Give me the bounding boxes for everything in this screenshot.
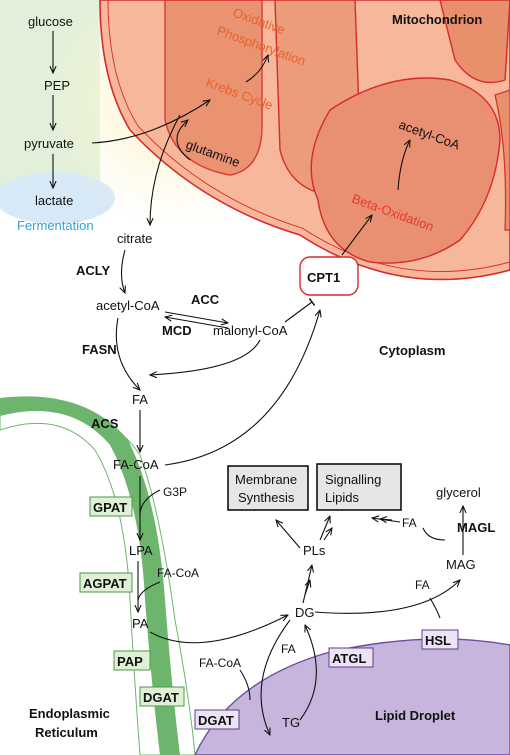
- enzyme-magl: MAGL: [457, 520, 495, 535]
- enzyme-gpat-box: GPAT: [89, 496, 133, 517]
- enzyme-fasn: FASN: [82, 342, 117, 357]
- lpa: LPA: [129, 543, 153, 558]
- enzyme-dgat-er: DGAT: [143, 690, 179, 705]
- pyruvate: pyruvate: [24, 136, 74, 151]
- er-label-line1: Endoplasmic: [29, 706, 110, 721]
- enzyme-cpt1: CPT1: [307, 270, 340, 285]
- enzyme-atgl-box: ATGL: [328, 647, 374, 668]
- mitochondrion: [99, 0, 510, 281]
- enzyme-hsl: HSL: [425, 633, 451, 648]
- membrane-synthesis-box: Membrane Synthesis: [227, 465, 309, 511]
- malonyl-coa: malonyl-CoA: [213, 323, 288, 338]
- enzyme-agpat-box: AGPAT: [79, 572, 133, 593]
- enzyme-dgat-ld-box: DGAT: [194, 709, 240, 730]
- fermentation-label: Fermentation: [17, 218, 94, 233]
- enzyme-atgl: ATGL: [332, 651, 366, 666]
- pls: PLs: [303, 543, 326, 558]
- glucose: glucose: [28, 14, 73, 29]
- citrate: citrate: [117, 231, 152, 246]
- fa: FA: [132, 392, 148, 407]
- cytoplasm-label: Cytoplasm: [379, 343, 445, 358]
- fa-coa: FA-CoA: [113, 457, 159, 472]
- enzyme-pap: PAP: [117, 654, 143, 669]
- enzyme-acs: ACS: [91, 416, 119, 431]
- signalling-lipids-box: Signalling Lipids: [316, 463, 402, 511]
- membrane-synthesis-line2: Synthesis: [238, 490, 295, 505]
- enzyme-hsl-box: HSL: [421, 629, 459, 650]
- pep: PEP: [44, 78, 70, 93]
- enzyme-agpat: AGPAT: [83, 576, 127, 591]
- pathway-arrows: [53, 31, 463, 735]
- fa-coa-lpa: FA-CoA: [157, 566, 199, 580]
- membrane-synthesis-line1: Membrane: [235, 472, 297, 487]
- acetyl-coa: acetyl-CoA: [96, 298, 160, 313]
- mitochondrion-label: Mitochondrion: [392, 12, 482, 27]
- g3p: G3P: [163, 485, 187, 499]
- fa-hsl: FA: [415, 578, 430, 592]
- lactate: lactate: [35, 193, 73, 208]
- tg: TG: [282, 715, 300, 730]
- fa-coa-dg: FA-CoA: [199, 656, 241, 670]
- enzyme-acly: ACLY: [76, 263, 111, 278]
- enzyme-cpt1-box: CPT1: [299, 256, 359, 296]
- enzyme-pap-box: PAP: [113, 650, 151, 671]
- signalling-lipids-line1: Signalling: [325, 472, 381, 487]
- enzyme-acc: ACC: [191, 292, 220, 307]
- dg: DG: [295, 605, 315, 620]
- enzyme-dgat-ld: DGAT: [198, 713, 234, 728]
- lipid-droplet-label: Lipid Droplet: [375, 708, 456, 723]
- fa-atgl: FA: [281, 642, 296, 656]
- enzyme-dgat-er-box: DGAT: [139, 686, 185, 707]
- mag: MAG: [446, 557, 476, 572]
- signalling-lipids-line2: Lipids: [325, 490, 359, 505]
- pa: PA: [132, 616, 149, 631]
- er-label-line2: Reticulum: [35, 725, 98, 740]
- enzyme-mcd: MCD: [162, 323, 192, 338]
- glycerol: glycerol: [436, 485, 481, 500]
- fa-magl: FA: [402, 516, 417, 530]
- enzyme-gpat: GPAT: [93, 500, 127, 515]
